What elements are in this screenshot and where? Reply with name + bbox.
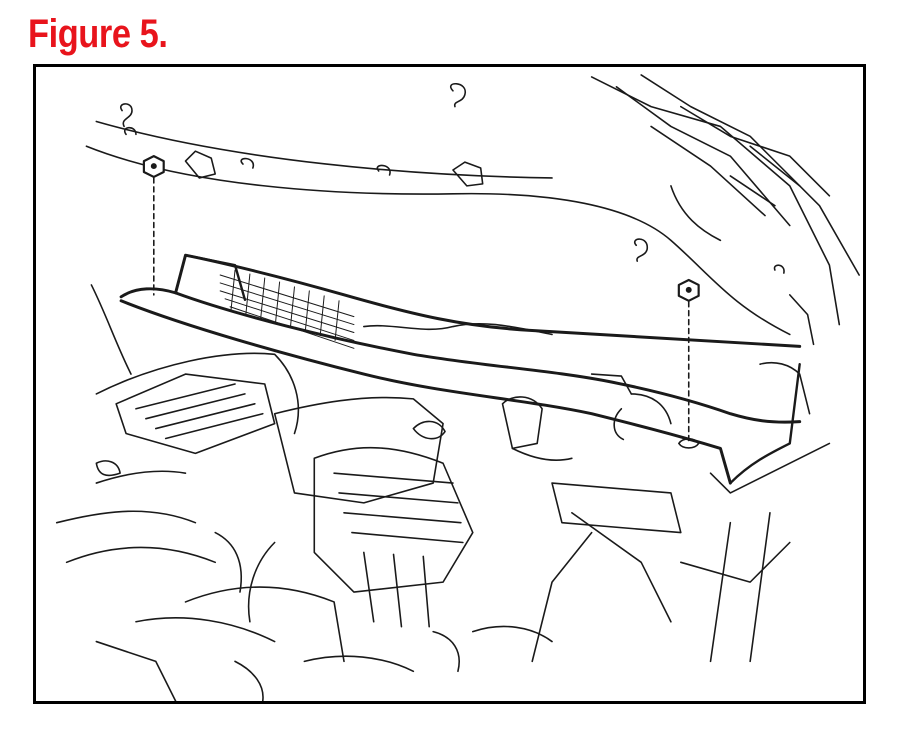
clip-nut-icon <box>142 155 165 296</box>
diagram-illustration <box>55 74 860 701</box>
figure-title: Figure 5. <box>28 12 168 56</box>
hood-illustration <box>85 74 860 346</box>
engine-bay-illustration <box>55 284 831 701</box>
diagram-frame <box>33 64 866 704</box>
cowl-panel-illustration <box>119 253 811 485</box>
clip-nut-icon <box>677 278 700 449</box>
